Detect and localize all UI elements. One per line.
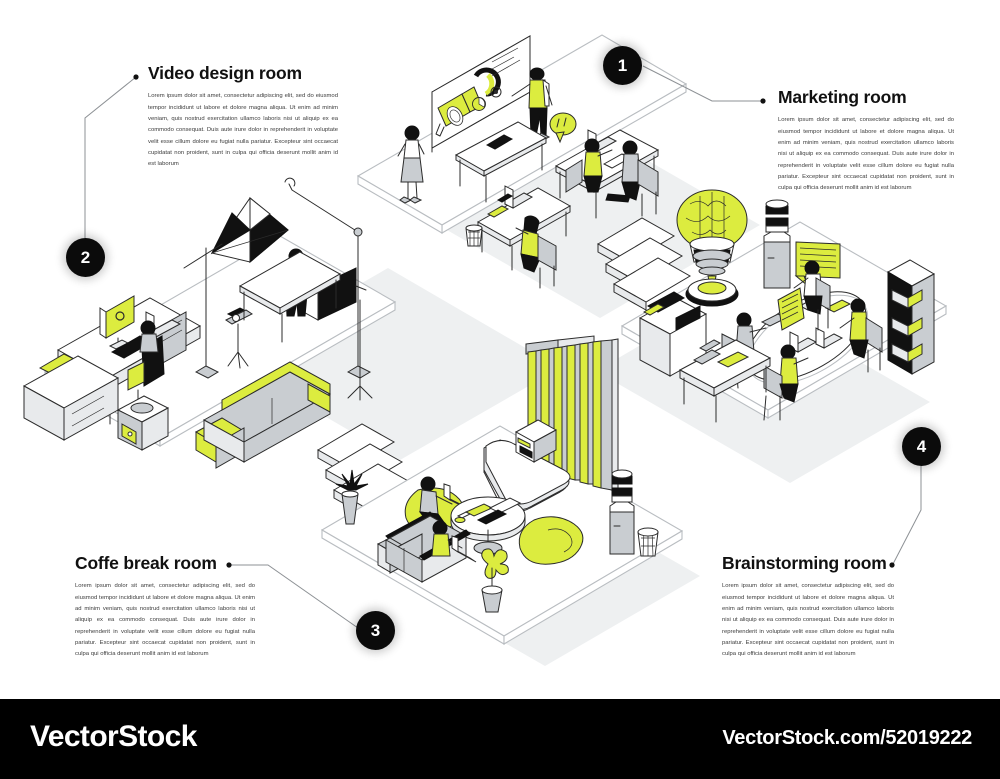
waste-basket bbox=[465, 224, 483, 247]
callout-body-coffe: Lorem ipsum dolor sit amet, consectetur … bbox=[75, 583, 255, 658]
stairs-center bbox=[596, 217, 692, 311]
connector-dot-1 bbox=[760, 98, 766, 104]
presentation-screen bbox=[431, 35, 531, 153]
umbrella-softbox-light bbox=[183, 196, 289, 379]
seated-colleague-2 bbox=[793, 260, 831, 331]
seated-colleague-3 bbox=[839, 298, 883, 373]
connector-line-2 bbox=[84, 76, 137, 238]
connector-line-3 bbox=[229, 564, 359, 629]
connector-dot-4 bbox=[889, 562, 895, 568]
seated-colleague-4 bbox=[763, 344, 809, 421]
seated-woman-front bbox=[515, 215, 557, 289]
bookshelf bbox=[886, 259, 936, 375]
step-number-1: 1 bbox=[617, 55, 628, 75]
connector-dot-2 bbox=[133, 74, 139, 80]
vectorstock-url: VectorStock.com/52019222 bbox=[722, 727, 972, 749]
step-number-4: 4 bbox=[916, 436, 927, 456]
seated-man-laptop bbox=[431, 520, 477, 563]
potted-plant bbox=[481, 548, 509, 613]
printer bbox=[116, 395, 170, 451]
vectorstock-brand: VectorStock bbox=[30, 720, 197, 753]
seated-man-right bbox=[565, 138, 613, 193]
standing-woman bbox=[397, 125, 425, 204]
video-sofa bbox=[194, 361, 332, 469]
callout-body-brainstorming: Lorem ipsum dolor sit amet, consectetur … bbox=[722, 583, 894, 658]
callout-title-video: Video design room bbox=[148, 63, 302, 83]
bench-table-brain bbox=[678, 339, 772, 423]
step-badge-1[interactable]: 1 bbox=[603, 46, 642, 85]
softbox-light bbox=[347, 299, 373, 401]
step-number-2: 2 bbox=[80, 247, 91, 267]
step-badge-3[interactable]: 3 bbox=[356, 611, 395, 650]
presenter-person bbox=[511, 67, 553, 141]
callout-marketing-room: Marketing room Lorem ipsum dolor sit ame… bbox=[778, 87, 954, 195]
step-badge-2[interactable]: 2 bbox=[66, 238, 105, 277]
yellow-chair-brain bbox=[777, 287, 805, 331]
callout-body-video: Lorem ipsum dolor sit amet, consectetur … bbox=[148, 93, 338, 168]
callout-coffe-break-room: Coffe break room Lorem ipsum dolor sit a… bbox=[75, 553, 255, 661]
seated-man-right2 bbox=[605, 140, 659, 217]
step-badge-4[interactable]: 4 bbox=[902, 427, 941, 466]
step-number-3: 3 bbox=[370, 620, 381, 640]
bean-bag-chair-2 bbox=[518, 516, 584, 565]
video-white-table bbox=[238, 251, 342, 343]
connector-line-4 bbox=[892, 466, 922, 565]
water-cooler-brain bbox=[763, 199, 791, 289]
callout-connectors bbox=[84, 65, 922, 629]
isometric-illustration-rooms: .ln{fill:none;stroke:#2b2b2b;stroke-widt… bbox=[22, 177, 948, 645]
flower-vase bbox=[335, 469, 369, 525]
coffee-table bbox=[454, 121, 548, 203]
left-counter bbox=[22, 355, 120, 441]
sideboard-cabinet bbox=[638, 291, 708, 377]
connector-line-1 bbox=[642, 65, 762, 102]
callout-body-marketing: Lorem ipsum dolor sit amet, consectetur … bbox=[778, 117, 954, 192]
connector-dot-3 bbox=[226, 562, 232, 568]
speech-bubble bbox=[549, 112, 577, 144]
giant-lightbulb-brain bbox=[676, 189, 748, 307]
water-cooler-coffe bbox=[609, 469, 635, 555]
watermark-footer bbox=[0, 699, 1000, 779]
callout-video-design-room: Video design room Lorem ipsum dolor sit … bbox=[148, 63, 338, 171]
waste-basket-coffe bbox=[637, 527, 659, 557]
callout-title-brainstorming: Brainstorming room bbox=[722, 553, 887, 573]
callout-title-marketing: Marketing room bbox=[778, 87, 907, 107]
callout-title-coffe: Coffe break room bbox=[75, 553, 217, 573]
callout-brainstorming-room: Brainstorming room Lorem ipsum dolor sit… bbox=[722, 553, 894, 661]
